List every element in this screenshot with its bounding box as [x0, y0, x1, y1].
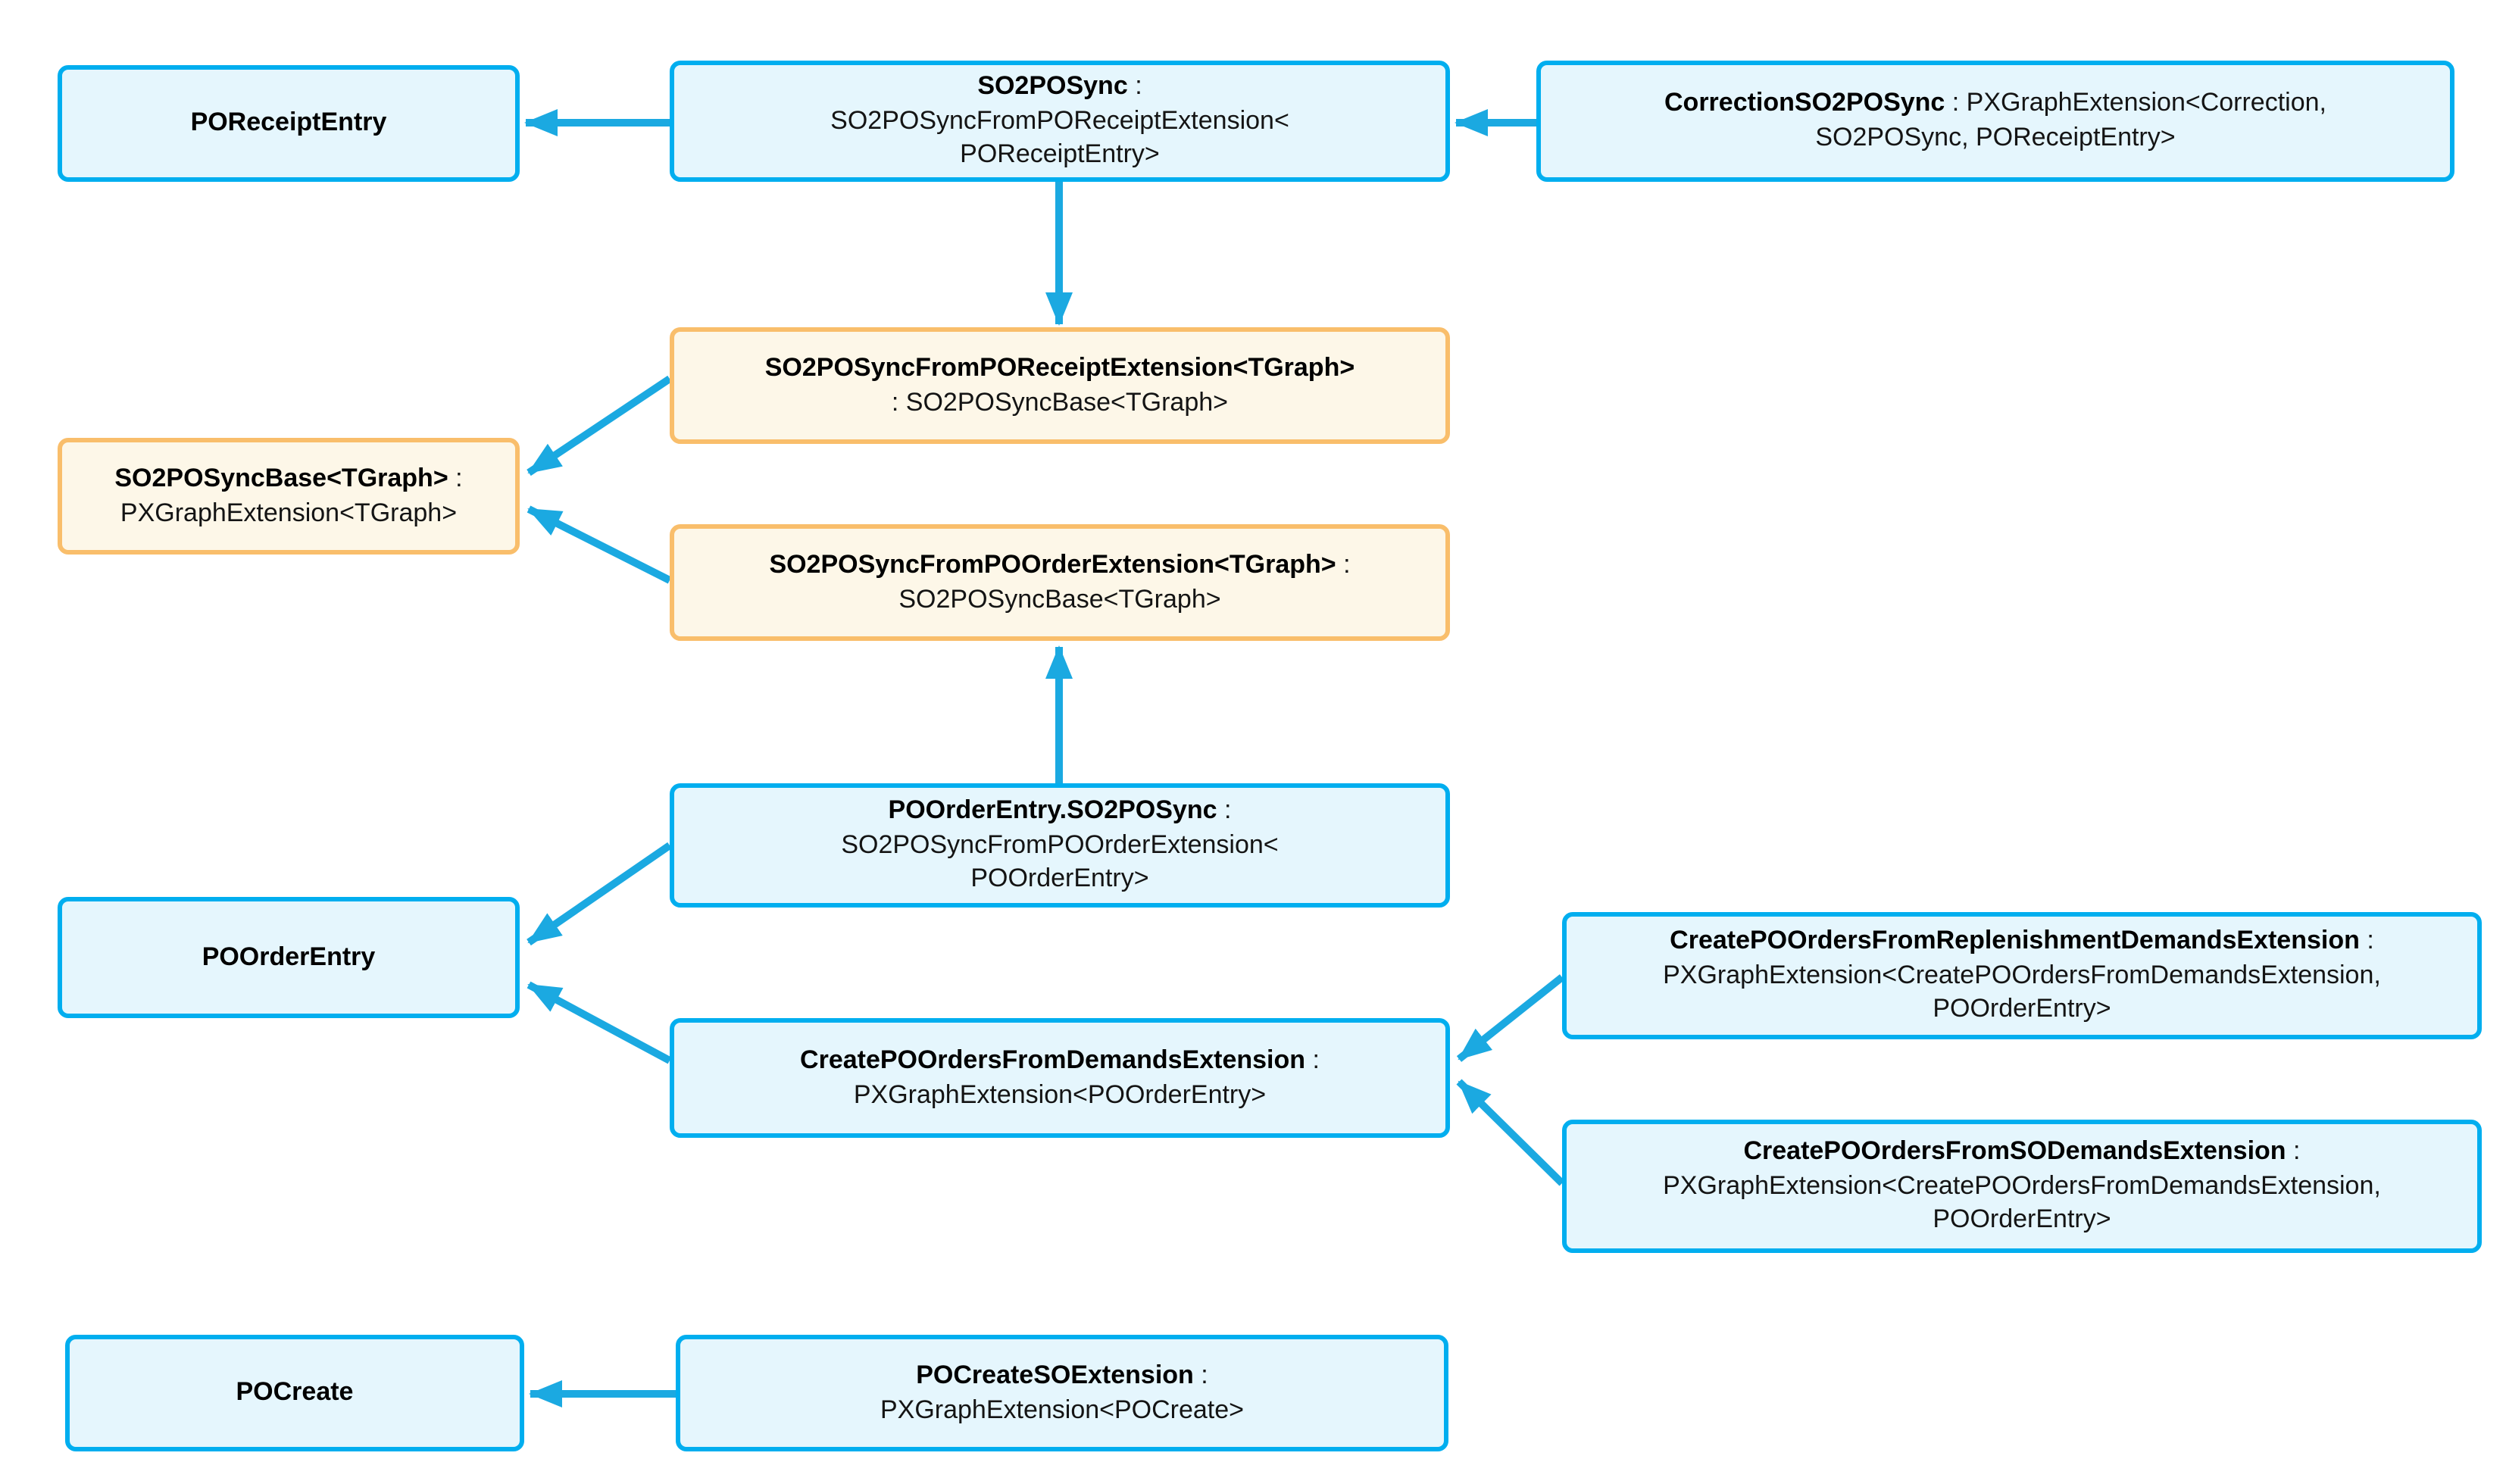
node-label: CorrectionSO2POSync : PXGraphExtension<C…: [1664, 88, 2326, 152]
arrow-create-po-orders-from-demands-extension-to-po-order-entry: [527, 981, 672, 1064]
node-label: POCreateSOExtension :PXGraphExtension<PO…: [880, 1360, 1245, 1423]
node-so2posync-from-poorder-extension-tgraph: SO2POSyncFromPOOrderExtension<TGraph> :S…: [670, 524, 1450, 641]
node-label: CreatePOOrdersFromDemandsExtension :PXGr…: [800, 1045, 1320, 1108]
node-label: POOrderEntry: [202, 942, 376, 971]
node-label: SO2POSync :SO2POSyncFromPOReceiptExtensi…: [830, 71, 1289, 169]
node-label: CreatePOOrdersFromSODemandsExtension :PX…: [1663, 1136, 2381, 1234]
node-create-po-orders-from-replenishment-demands-extension: CreatePOOrdersFromReplenishmentDemandsEx…: [1562, 912, 2482, 1039]
node-label: POReceiptEntry: [190, 108, 387, 137]
arrow-poorderentry-so2posync-to-po-order-entry: [527, 842, 672, 946]
arrow-so2posync-from-poreceipt-extension-tgraph-to-so2posync-base-tgraph: [527, 375, 672, 476]
node-poorderentry-so2posync: POOrderEntry.SO2POSync :SO2POSyncFromPOO…: [670, 783, 1450, 908]
node-po-create-so-extension: POCreateSOExtension :PXGraphExtension<PO…: [676, 1335, 1448, 1451]
node-correction-so2posync: CorrectionSO2POSync : PXGraphExtension<C…: [1536, 61, 2454, 182]
node-po-create: POCreate: [65, 1335, 524, 1451]
node-label: CreatePOOrdersFromReplenishmentDemandsEx…: [1663, 926, 2381, 1023]
node-create-po-orders-from-so-demands-extension: CreatePOOrdersFromSODemandsExtension :PX…: [1562, 1120, 2482, 1253]
arrow-so2posync-from-poorder-extension-tgraph-to-so2posync-base-tgraph: [527, 505, 672, 584]
arrow-create-po-orders-from-replenishment-demands-extension-to-create-po-orders-from-demands-extension: [1456, 974, 1565, 1062]
node-so2posync: SO2POSync :SO2POSyncFromPOReceiptExtensi…: [670, 61, 1450, 182]
node-label: SO2POSyncFromPOReceiptExtension<TGraph>:…: [764, 352, 1355, 416]
node-po-order-entry: POOrderEntry: [58, 897, 520, 1018]
node-label: SO2POSyncFromPOOrderExtension<TGraph> :S…: [769, 549, 1351, 613]
node-so2posync-from-poreceipt-extension-tgraph: SO2POSyncFromPOReceiptExtension<TGraph>:…: [670, 327, 1450, 444]
node-label: POCreate: [236, 1377, 354, 1407]
node-create-po-orders-from-demands-extension: CreatePOOrdersFromDemandsExtension :PXGr…: [670, 1018, 1450, 1138]
node-po-receipt-entry: POReceiptEntry: [58, 65, 520, 182]
node-label: SO2POSyncBase<TGraph> :PXGraphExtension<…: [114, 463, 463, 526]
node-so2posync-base-tgraph: SO2POSyncBase<TGraph> :PXGraphExtension<…: [58, 438, 520, 555]
node-label: POOrderEntry.SO2POSync :SO2POSyncFromPOO…: [841, 795, 1279, 893]
arrow-create-po-orders-from-so-demands-extension-to-create-po-orders-from-demands-extension: [1456, 1079, 1565, 1186]
